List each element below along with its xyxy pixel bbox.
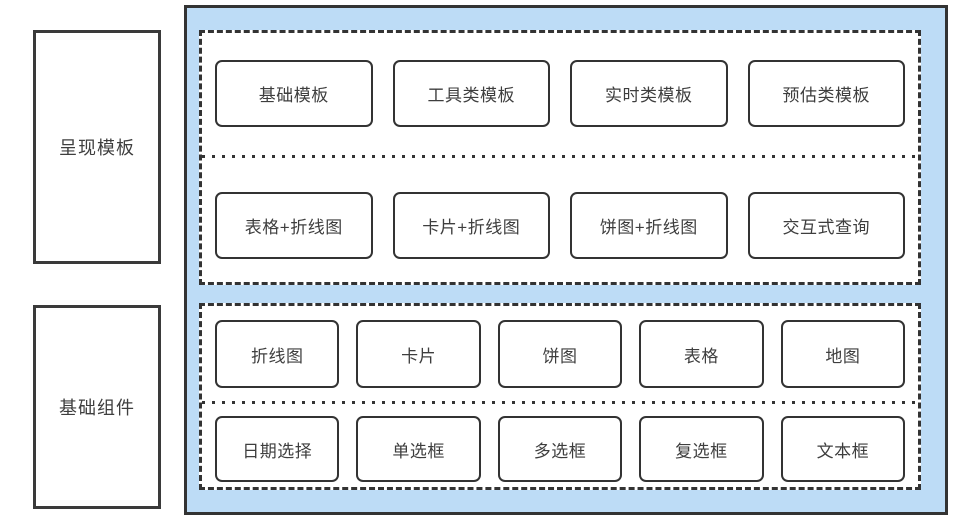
node-text-box: 文本框 [780, 416, 906, 482]
node-pie-line-chart: 饼图+折线图 [570, 192, 728, 259]
components-container: 基础模板 工具类模板 实时类模板 预估类模板 表格+折线图 卡片+折线图 饼图+… [184, 5, 948, 515]
side-label-text: 基础组件 [59, 398, 135, 418]
node-basic-template: 基础模板 [215, 60, 373, 127]
node-radio-box: 单选框 [356, 416, 481, 482]
node-table: 表格 [639, 320, 764, 388]
node-map: 地图 [780, 320, 906, 388]
row-input-components: 日期选择 单选框 多选框 复选框 文本框 [215, 416, 906, 482]
node-pie-chart: 饼图 [497, 320, 623, 388]
section-basic-components: 折线图 卡片 饼图 表格 地图 日期选择 单选框 多选框 复选框 文本框 [199, 303, 921, 490]
node-multi-select-box: 多选框 [497, 416, 623, 482]
node-tool-template: 工具类模板 [392, 60, 550, 127]
node-card: 卡片 [356, 320, 481, 388]
dotted-divider [202, 401, 918, 404]
row-display-components: 折线图 卡片 饼图 表格 地图 [215, 320, 906, 388]
side-label-text: 呈现模板 [59, 138, 135, 158]
row-template-layouts: 表格+折线图 卡片+折线图 饼图+折线图 交互式查询 [215, 192, 905, 259]
node-date-picker: 日期选择 [215, 416, 340, 482]
side-label-box-presentation-templates: 呈现模板 [33, 30, 161, 264]
node-table-line-chart: 表格+折线图 [215, 192, 373, 259]
node-interactive-query: 交互式查询 [747, 192, 905, 259]
dotted-divider [202, 155, 918, 158]
side-label-box-basic-components: 基础组件 [33, 305, 161, 509]
section-presentation-templates: 基础模板 工具类模板 实时类模板 预估类模板 表格+折线图 卡片+折线图 饼图+… [199, 30, 921, 285]
node-realtime-template: 实时类模板 [570, 60, 728, 127]
row-template-types: 基础模板 工具类模板 实时类模板 预估类模板 [215, 60, 905, 127]
node-line-chart: 折线图 [215, 320, 340, 388]
node-checkbox: 复选框 [639, 416, 764, 482]
node-card-line-chart: 卡片+折线图 [392, 192, 550, 259]
node-forecast-template: 预估类模板 [747, 60, 905, 127]
